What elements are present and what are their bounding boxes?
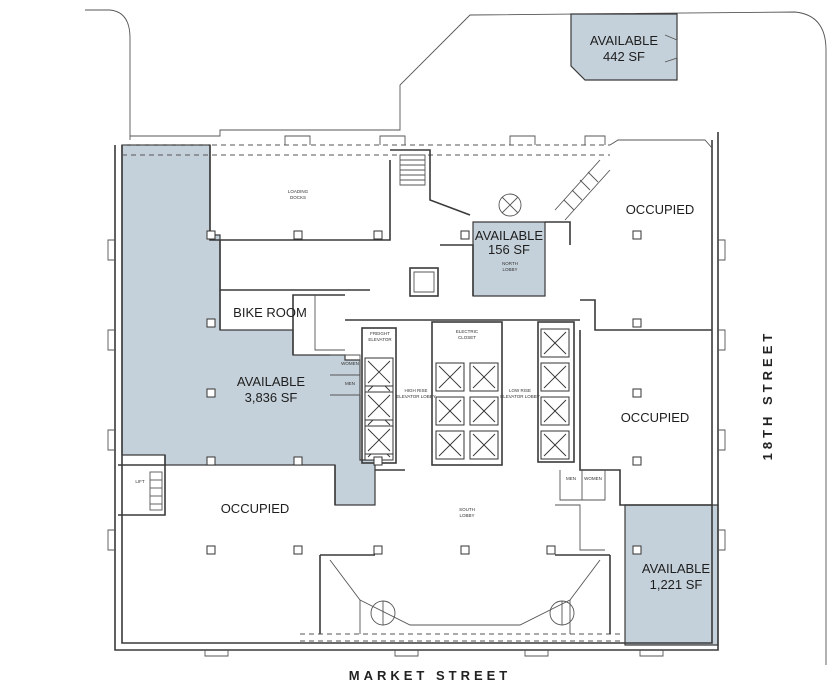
elevator-cab-mark [543, 399, 567, 423]
column [460, 230, 470, 240]
column [293, 456, 303, 466]
women-restroom-west: WOMEN [341, 361, 359, 366]
electric-closet-label-2: CLOSET [458, 335, 476, 340]
column [546, 545, 556, 555]
loading-docks-label-2: DOCKS [290, 195, 306, 200]
elevator-cab-mark [543, 331, 567, 355]
column [206, 318, 216, 328]
elevator-cab-mark [438, 433, 462, 457]
available-southeast-label-1: AVAILABLE [642, 561, 710, 576]
column [632, 388, 642, 398]
column [632, 456, 642, 466]
column [632, 545, 642, 555]
available-west-label-2: 3,836 SF [245, 390, 298, 405]
available-areas [121, 13, 719, 646]
highrise-lobby-label-2: ELEVATOR LOBBY [396, 394, 436, 399]
column [632, 230, 642, 240]
interior-walls [118, 34, 712, 634]
available-top-label-2: 442 SF [603, 49, 645, 64]
elevator-cab-mark [438, 399, 462, 423]
column [373, 230, 383, 240]
lowrise-lobby-label-2: ELEVATOR LOBBY [500, 394, 540, 399]
occupied-northeast-label: OCCUPIED [626, 202, 695, 217]
available-north-label-1: AVAILABLE [475, 228, 543, 243]
room-labels: LOADING DOCKS NORTH LOBBY FREIGHT ELEVAT… [135, 189, 602, 518]
available-southeast-label-2: 1,221 SF [650, 577, 703, 592]
perimeter-bays [107, 135, 726, 657]
available-top-label-1: AVAILABLE [590, 33, 658, 48]
available-west-label-1: AVAILABLE [237, 374, 305, 389]
available-top-area[interactable] [570, 13, 678, 81]
column [293, 545, 303, 555]
market-street-label: MARKET STREET [349, 668, 512, 683]
site-boundary [85, 9, 827, 665]
column [373, 456, 383, 466]
women-restroom-east: WOMEN [584, 476, 602, 481]
south-lobby-label-1: SOUTH [459, 507, 475, 512]
elevator-cabs [364, 328, 570, 461]
north-lobby-label-2: LOBBY [502, 267, 517, 272]
street-labels: MARKET STREET 18TH STREET [349, 330, 775, 683]
occupied-east-label: OCCUPIED [621, 410, 690, 425]
north-lobby-label-1: NORTH [502, 261, 518, 266]
eighteenth-street-label: 18TH STREET [760, 330, 775, 461]
column [460, 545, 470, 555]
elevator-cab-mark [367, 394, 391, 418]
elevator-cab-mark [472, 433, 496, 457]
highrise-lobby-label-1: HIGH RISE [404, 388, 427, 393]
column [206, 456, 216, 466]
available-north-label-2: 156 SF [488, 242, 530, 257]
elevator-cab-mark [367, 360, 391, 384]
column [632, 318, 642, 328]
occupied-southwest-label: OCCUPIED [221, 501, 290, 516]
column [293, 230, 303, 240]
elevator-cab-mark [438, 365, 462, 389]
freight-elevator-label-2: ELEVATOR [368, 337, 392, 342]
column [373, 545, 383, 555]
space-labels: AVAILABLE 442 SF AVAILABLE 156 SF AVAILA… [221, 33, 711, 592]
column [206, 545, 216, 555]
elevator-cab-mark [472, 365, 496, 389]
available-west-area[interactable] [121, 144, 376, 506]
column [206, 230, 216, 240]
men-restroom-east: MEN [566, 476, 576, 481]
men-restroom-west: MEN [345, 381, 355, 386]
loading-docks-label-1: LOADING [288, 189, 309, 194]
bike-room-label: BIKE ROOM [233, 305, 307, 320]
structural-columns [206, 230, 642, 555]
elevator-cab-mark [367, 428, 391, 452]
building-outline [114, 132, 719, 651]
lift-label: LIFT [135, 479, 145, 484]
column [206, 388, 216, 398]
lowrise-lobby-label-1: LOW RISE [509, 388, 531, 393]
freight-elevator-label-1: FREIGHT [370, 331, 390, 336]
elevator-cab-mark [543, 433, 567, 457]
electric-closet-label-1: ELECTRIC [456, 329, 479, 334]
elevator-cab-mark [543, 365, 567, 389]
south-lobby-label-2: LOBBY [459, 513, 474, 518]
elevator-cab-mark [472, 399, 496, 423]
